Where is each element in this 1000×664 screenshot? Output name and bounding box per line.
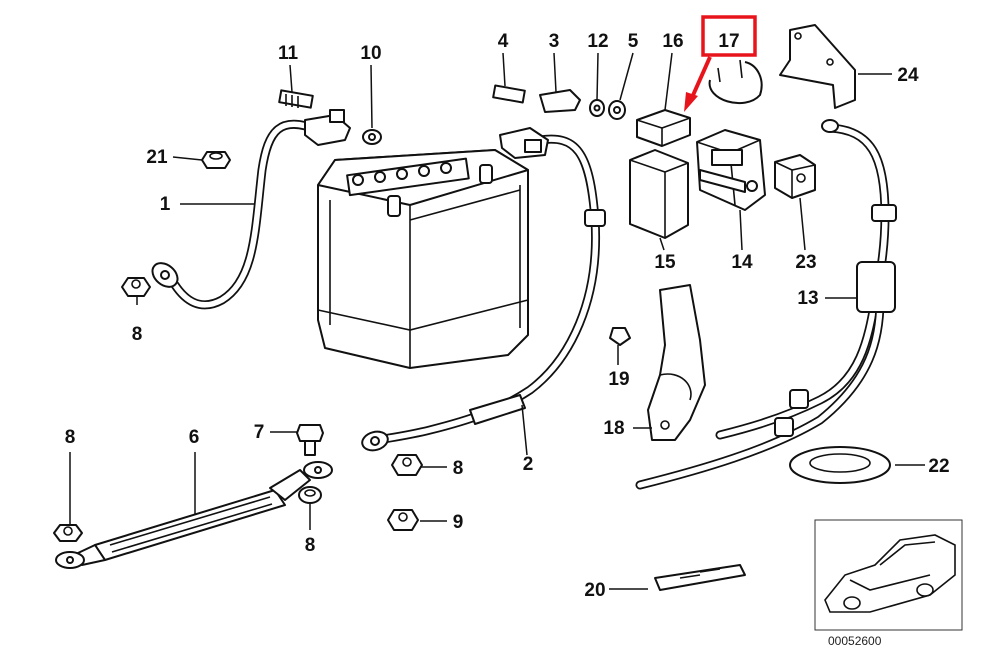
part-label-2: 2 [523,454,534,475]
bolt [296,424,324,456]
part-label-23: 23 [795,252,816,273]
part-label-8: 8 [132,324,143,345]
cable-harness [635,119,897,490]
nut [121,277,151,297]
cable-clamp [708,59,763,105]
nut [201,151,231,169]
part-label-12: 12 [587,31,608,52]
nut [387,509,419,531]
part-label-20: 20 [584,580,605,601]
part-label-13: 13 [797,288,818,309]
nut [608,100,626,120]
part-label-16: 16 [662,31,683,52]
part-label-6: 6 [189,427,200,448]
battery-cable-right [361,127,606,452]
nut [362,129,382,145]
part-label-15: 15 [654,252,676,273]
part-label-8: 8 [65,427,76,448]
washer [298,486,322,504]
ground-strap [55,461,333,569]
washer [589,99,605,117]
part-label-21: 21 [146,147,168,168]
part-label-18: 18 [603,418,624,439]
grommet [789,446,891,484]
vehicle-thumbnail: 00052600 [814,519,963,648]
part-label-1: 1 [160,194,171,215]
part-label-19: 19 [608,369,629,390]
part-label-17: 17 [718,31,739,52]
reference-number: 00052600 [828,634,882,648]
part-label-22: 22 [928,456,949,477]
cable-clip [654,564,746,591]
fuse-holder [696,129,766,211]
mounting-bracket [779,24,856,109]
part-label-14: 14 [731,252,753,273]
support-bracket [647,284,706,441]
fuse-box-housing [629,149,689,239]
battery-cable-left [151,109,351,310]
clip [609,327,631,346]
part-label-11: 11 [278,43,299,64]
part-label-24: 24 [897,65,919,86]
terminal-clamp [539,89,581,113]
part-label-5: 5 [628,31,639,52]
rubber-block [774,154,816,199]
highlight-marker [684,15,757,112]
part-label-9: 9 [453,512,464,533]
part-label-4: 4 [498,31,509,52]
part-label-10: 10 [360,43,381,64]
bolt [278,89,314,109]
part-label-7: 7 [254,422,265,443]
part-label-3: 3 [549,31,560,52]
leader-lines [69,52,925,590]
part-label-8: 8 [305,535,316,556]
bolt [492,84,526,104]
nut [53,524,83,542]
nut [391,454,423,476]
battery [317,149,529,369]
fuse-cover [636,109,691,147]
part-label-8: 8 [453,458,464,479]
